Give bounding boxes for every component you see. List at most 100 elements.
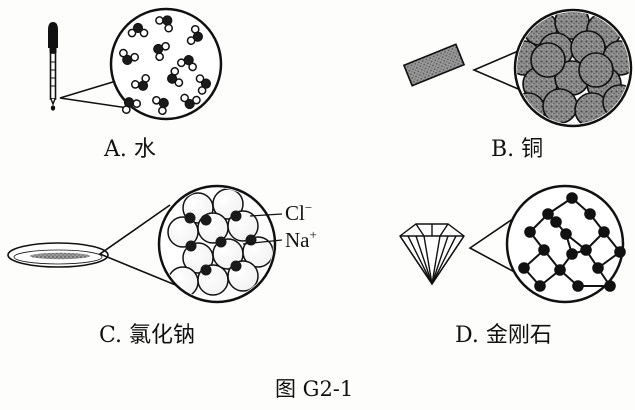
water-molecule bbox=[130, 74, 151, 91]
water-molecule bbox=[153, 41, 170, 62]
hydrogen-atom bbox=[188, 62, 197, 72]
carbon-atom bbox=[592, 262, 604, 274]
oxygen-atom bbox=[132, 22, 144, 34]
oxygen-atom bbox=[137, 80, 149, 91]
figure-title: 图 G2-1 bbox=[275, 377, 354, 401]
hydrogen-atom bbox=[174, 78, 184, 87]
hydrogen-atom bbox=[195, 74, 205, 83]
carbon-atom bbox=[524, 226, 536, 238]
oxygen-atom bbox=[123, 97, 135, 108]
sodium-ion bbox=[184, 212, 196, 224]
nacl-ion-group bbox=[167, 188, 273, 298]
dropper-icon bbox=[48, 22, 58, 111]
copper-atom bbox=[517, 92, 546, 124]
sodium-ion bbox=[200, 264, 212, 276]
carbon-atom bbox=[566, 248, 578, 260]
ion-symbol-na: Na bbox=[285, 228, 310, 252]
ion-symbol-cl: Cl bbox=[285, 201, 305, 225]
hydrogen-atom bbox=[170, 66, 180, 76]
diamond-lattice bbox=[518, 192, 626, 292]
water-molecule bbox=[176, 55, 197, 72]
copper-atom bbox=[542, 88, 578, 124]
caption-b: B. 铜 bbox=[491, 137, 544, 162]
water-molecule bbox=[152, 95, 169, 116]
sodium-ion bbox=[215, 236, 227, 248]
diamond-gem-icon bbox=[399, 223, 465, 286]
salt-dish-icon bbox=[7, 242, 109, 268]
carbon-atom bbox=[598, 226, 610, 238]
water-molecule bbox=[167, 66, 184, 87]
carbon-atom bbox=[584, 208, 596, 220]
hydrogen-atom bbox=[158, 106, 167, 116]
hydrogen-atom bbox=[192, 95, 201, 105]
carbon-atom bbox=[604, 280, 616, 292]
hydrogen-atom bbox=[180, 93, 189, 103]
panel-c-nacl bbox=[7, 184, 283, 304]
hydrogen-atom bbox=[141, 74, 151, 83]
oxygen-atom bbox=[153, 43, 164, 55]
oxygen-atom bbox=[167, 73, 178, 84]
carbon-atom bbox=[542, 208, 554, 220]
hydrogen-atom bbox=[121, 105, 131, 114]
hydrogen-atom bbox=[119, 48, 128, 58]
hydrogen-atom bbox=[155, 52, 164, 62]
water-molecule bbox=[127, 22, 149, 38]
carbon-atom bbox=[614, 246, 626, 258]
hydrogen-atom bbox=[176, 58, 186, 68]
zoom-lines-b bbox=[471, 45, 531, 95]
ion-charge-cl: − bbox=[304, 200, 313, 215]
sodium-ion bbox=[230, 210, 242, 222]
oxygen-atom bbox=[122, 54, 133, 65]
zoom-lines-c bbox=[98, 204, 179, 287]
carbon-atom bbox=[580, 244, 592, 256]
oxygen-atom bbox=[200, 78, 212, 89]
carbon-atom bbox=[518, 262, 530, 274]
copper-bar-icon bbox=[402, 43, 466, 87]
water-molecule bbox=[186, 24, 203, 45]
caption-c: C. 氯化钠 bbox=[99, 323, 196, 348]
caption-a: A. 水 bbox=[104, 137, 156, 162]
zoom-lines-d bbox=[468, 213, 521, 276]
hydrogen-atom bbox=[164, 23, 174, 33]
hydrogen-atom bbox=[197, 86, 207, 95]
water-molecules bbox=[119, 15, 212, 116]
hydrogen-atom bbox=[186, 36, 196, 45]
hydrogen-atom bbox=[155, 16, 164, 25]
caption-d: D. 金刚石 bbox=[455, 323, 552, 348]
panel-a-water bbox=[48, 7, 223, 121]
sodium-ion bbox=[200, 214, 212, 226]
hydrogen-atom bbox=[130, 80, 140, 89]
oxygen-atom bbox=[158, 97, 169, 109]
hydrogen-atom bbox=[127, 28, 137, 38]
sodium-ion bbox=[185, 240, 197, 252]
carbon-atom bbox=[554, 264, 566, 276]
carbon-atom bbox=[566, 192, 578, 204]
hydrogen-atom bbox=[132, 99, 142, 108]
water-molecule bbox=[121, 97, 142, 114]
carbon-atom bbox=[550, 216, 562, 228]
carbon-atom bbox=[572, 280, 584, 292]
oxygen-atom bbox=[183, 55, 194, 66]
leader-line-na bbox=[242, 239, 283, 245]
copper-atoms bbox=[517, 12, 629, 124]
water-molecule bbox=[155, 15, 174, 33]
oxygen-atom bbox=[162, 15, 173, 26]
hydrogen-atom bbox=[190, 24, 200, 34]
copper-atom bbox=[530, 42, 566, 78]
water-molecule bbox=[180, 93, 201, 110]
water-molecule bbox=[119, 48, 140, 65]
hydrogen-atom bbox=[152, 95, 161, 105]
copper-atom-group bbox=[517, 12, 629, 124]
panel-b-copper bbox=[402, 8, 633, 128]
leader-line-cl bbox=[249, 213, 283, 217]
hydrogen-atom bbox=[130, 52, 140, 62]
zoom-lines-a bbox=[59, 77, 129, 109]
hydrogen-atom bbox=[139, 28, 149, 38]
ion-label-cl: Cl− bbox=[285, 201, 312, 225]
carbon-atom bbox=[534, 280, 546, 292]
ion-charge-na: + bbox=[309, 227, 317, 242]
copper-atom bbox=[578, 52, 614, 88]
nacl-lattice bbox=[167, 188, 273, 298]
